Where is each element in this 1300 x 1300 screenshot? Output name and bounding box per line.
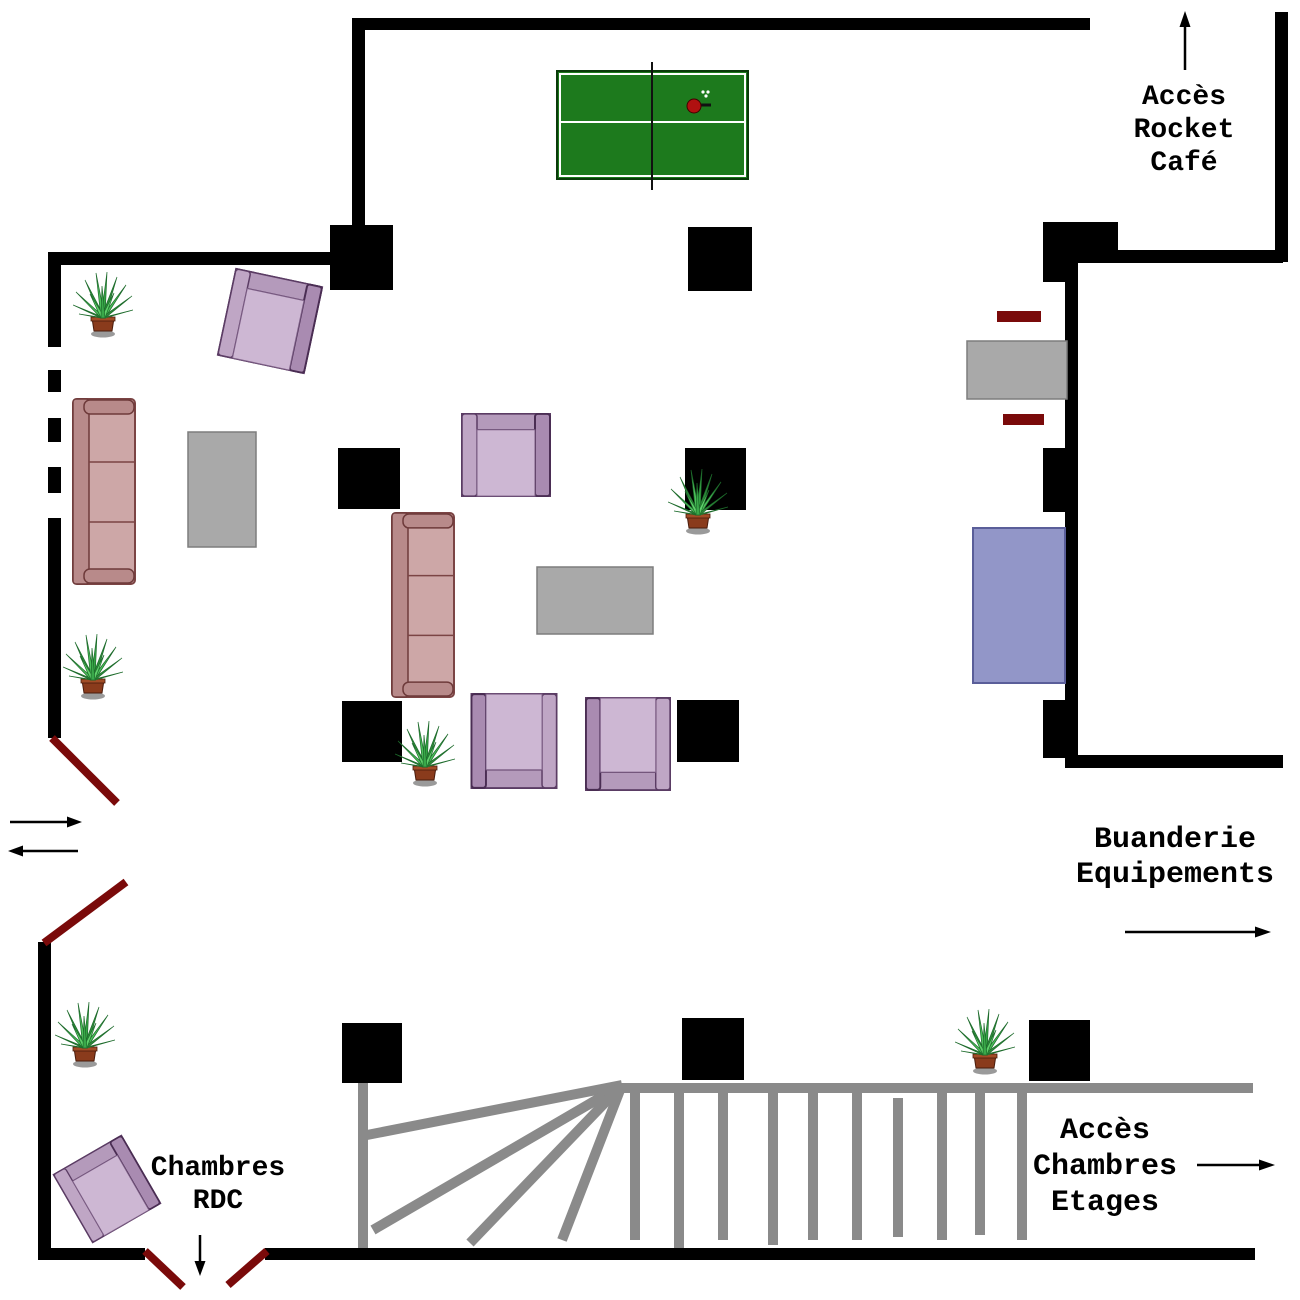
pillar <box>682 1018 744 1080</box>
label-line: Etages <box>1051 1186 1159 1220</box>
pillar <box>338 448 400 509</box>
wall-right-horizontal-lower <box>1065 755 1283 768</box>
armchair-icon <box>216 267 324 375</box>
label-line: Chambres <box>1033 1150 1177 1184</box>
label-line: Accès <box>1142 82 1226 113</box>
sofa-icon <box>391 512 455 698</box>
table-right <box>966 340 1068 400</box>
arrow-down-icon <box>194 1235 206 1276</box>
label-line: Rocket <box>1134 115 1235 146</box>
wall-left-dash-1 <box>48 370 61 392</box>
door-bottom-left-leaf <box>142 1248 186 1290</box>
armchair-icon <box>461 413 551 497</box>
wall-right-horizontal-upper <box>1065 250 1283 263</box>
wall-bottom-right <box>265 1248 1255 1260</box>
wall-top <box>352 18 1090 30</box>
wall-left-middle <box>48 518 61 738</box>
coffee-table-left <box>187 431 257 548</box>
arrow-right-icon <box>1197 1159 1275 1171</box>
ball-icon <box>706 90 710 94</box>
arrow-right-icon <box>10 816 82 828</box>
door-right-marker-top <box>997 311 1041 322</box>
ball-icon <box>701 90 705 94</box>
stair-winder <box>466 1081 626 1247</box>
wall-left-top-horizontal <box>48 252 365 265</box>
arrow-up-icon <box>1179 11 1191 70</box>
ping-pong-table-icon <box>556 62 749 190</box>
potted-plant-icon <box>955 1008 1015 1075</box>
paddle-icon <box>686 98 702 114</box>
potted-plant-icon <box>63 633 123 700</box>
door-left-lower-leaf <box>41 878 129 947</box>
wall-bottom-left <box>38 1248 145 1260</box>
label-rocket-cafe: Accès Rocket Café <box>1134 82 1235 179</box>
walls <box>38 12 1288 1260</box>
wall-left-lower <box>38 942 51 1260</box>
wall-right-top-vertical <box>1275 12 1288 262</box>
label-line: Chambres <box>151 1153 285 1184</box>
label-line: Equipements <box>1076 858 1274 892</box>
label-line: Café <box>1150 148 1217 179</box>
plants <box>55 271 1015 1075</box>
door-left-upper-leaf <box>49 735 120 806</box>
wall-left-upper <box>48 252 61 347</box>
potted-plant-icon <box>395 720 455 787</box>
door-right-marker-bottom <box>1003 414 1044 425</box>
wall-left-dash-2 <box>48 418 61 442</box>
wall-top-left-vertical <box>352 18 365 258</box>
label-buanderie: Buanderie Equipements <box>1076 823 1274 892</box>
tables <box>187 340 1068 684</box>
label-chambres-rdc: Chambres RDC <box>151 1153 285 1217</box>
armchair-icon <box>470 693 558 789</box>
blue-table-right <box>972 527 1066 684</box>
potted-plant-icon <box>55 1001 115 1068</box>
pillar <box>688 227 752 291</box>
pillar <box>330 225 393 290</box>
staircase <box>358 1080 1253 1248</box>
label-line: Buanderie <box>1094 823 1256 857</box>
wall-right-block-middle <box>1043 448 1070 512</box>
wall-left-dash-3 <box>48 467 61 493</box>
label-line: RDC <box>193 1186 244 1217</box>
pillar <box>1029 1020 1090 1081</box>
armchair-icon <box>585 697 671 791</box>
potted-plant-icon <box>73 271 133 338</box>
wall-right-inner-vertical <box>1065 250 1078 768</box>
armchair-icon <box>52 1134 162 1244</box>
stair-winder <box>557 1083 627 1242</box>
ball-icon <box>704 94 708 98</box>
sofas <box>72 398 455 698</box>
doors <box>41 311 1044 1290</box>
label-chambres-etages: Accès Chambres Etages <box>1033 1114 1177 1220</box>
label-line: Accès <box>1060 1114 1150 1148</box>
coffee-table-center <box>536 566 654 635</box>
sofa-icon <box>72 398 136 585</box>
pillar <box>342 701 402 762</box>
pillar <box>342 1023 402 1083</box>
door-bottom-right-leaf <box>225 1247 270 1289</box>
arrow-left-icon <box>8 845 78 857</box>
stair-winder <box>366 1080 623 1140</box>
arrow-right-icon <box>1125 926 1271 938</box>
wall-right-block-lower <box>1043 700 1070 758</box>
stair-winder <box>370 1080 625 1235</box>
pillar <box>677 700 739 762</box>
